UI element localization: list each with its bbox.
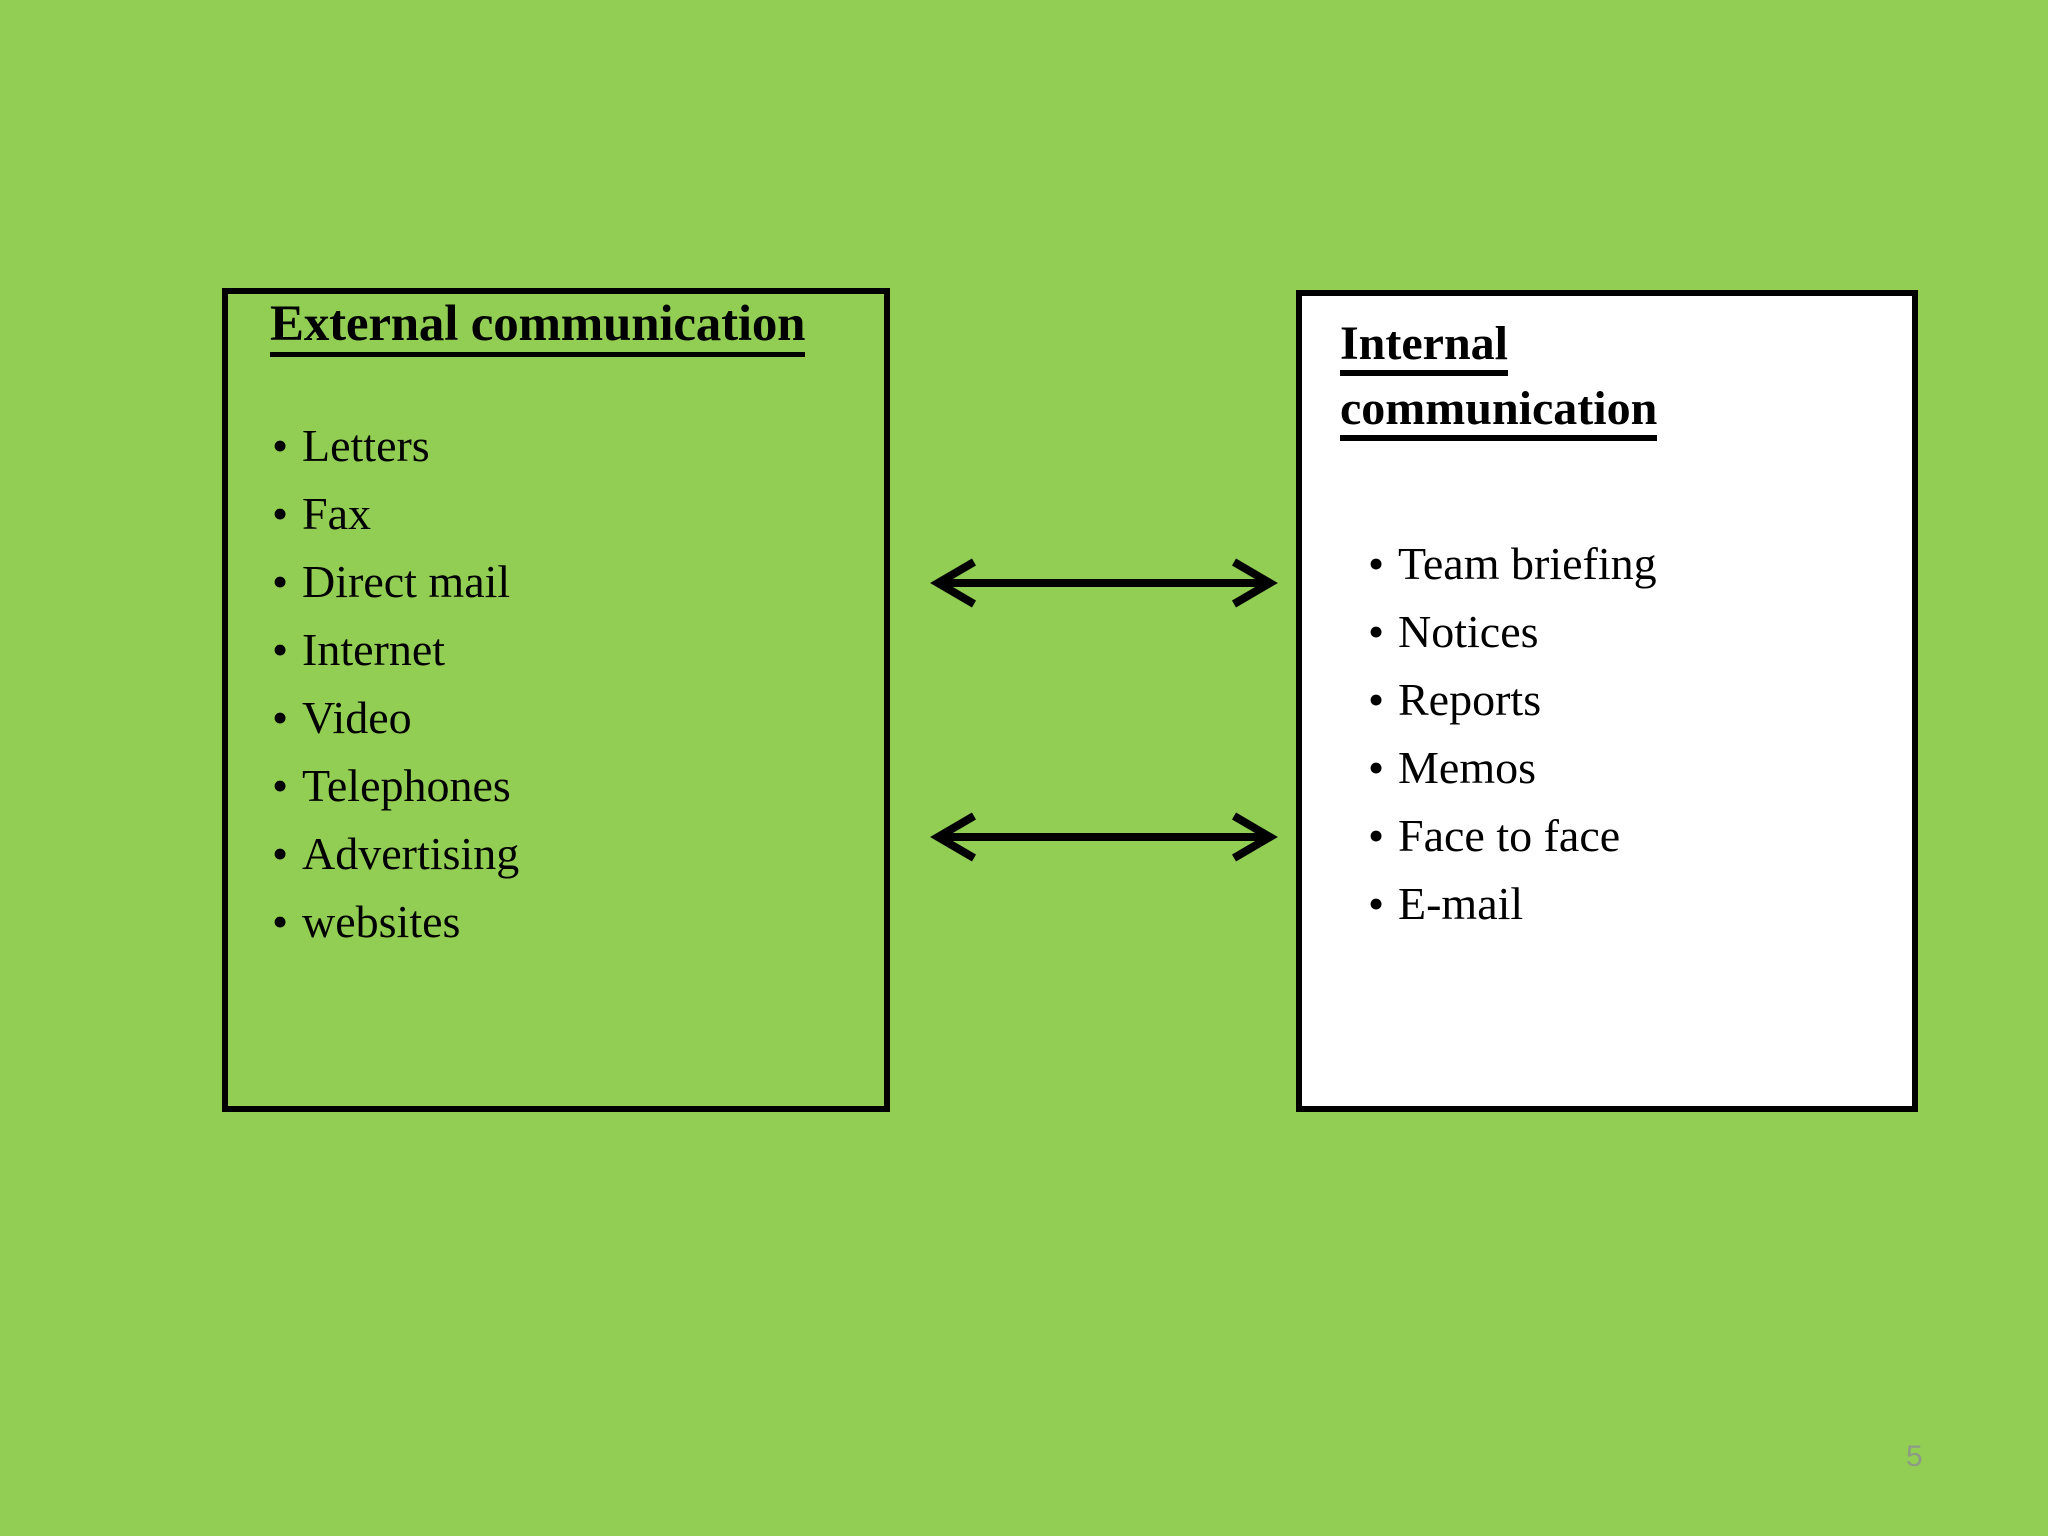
- list-item-label: Direct mail: [302, 556, 511, 607]
- external-heading-text: External communication: [270, 298, 806, 358]
- bullet-icon: •: [1368, 810, 1385, 861]
- list-item: • Face to face: [1368, 802, 1657, 870]
- internal-communication-list: •Team briefing •Notices •Reports •Memos …: [1368, 530, 1657, 938]
- bullet-icon: •: [272, 556, 289, 607]
- bullet-icon: •: [1368, 674, 1385, 725]
- list-item-label: Internet: [302, 624, 446, 675]
- list-item-label: E-mail: [1398, 878, 1524, 929]
- page-number: 5: [1906, 1440, 1923, 1473]
- bullet-icon: •: [272, 488, 289, 539]
- list-item: • Team briefing: [1368, 530, 1657, 598]
- list-item-label: websites: [302, 896, 461, 947]
- list-item-label: Team briefing: [1398, 538, 1657, 589]
- list-item-label: Memos: [1398, 742, 1536, 793]
- bullet-icon: •: [1368, 606, 1385, 657]
- bullet-icon: •: [1368, 878, 1385, 929]
- bullet-icon: •: [1368, 538, 1385, 589]
- list-item: • Reports: [1368, 666, 1657, 734]
- internal-heading-line-2: communication: [1340, 384, 1658, 441]
- bullet-icon: •: [272, 624, 289, 675]
- bullet-icon: •: [272, 420, 289, 471]
- list-item-label: Advertising: [302, 828, 520, 879]
- external-communication-box: [222, 288, 890, 1112]
- top-double-arrow-icon: [930, 558, 1278, 608]
- list-item-label: Notices: [1398, 606, 1539, 657]
- list-item: • Telephones: [272, 752, 519, 820]
- list-item: • E-mail: [1368, 870, 1657, 938]
- list-item: • Fax: [272, 480, 519, 548]
- list-item-label: Telephones: [302, 760, 511, 811]
- list-item-label: Video: [302, 692, 412, 743]
- external-communication-list: • Letters • Fax • Direct mail • Internet • Vi…: [272, 412, 519, 956]
- list-item-label: Reports: [1398, 674, 1542, 725]
- list-item-label: Letters: [302, 420, 430, 471]
- internal-communication-heading: Internal communication: [1340, 319, 1658, 450]
- list-item: • websites: [272, 888, 519, 956]
- list-item: • Letters: [272, 412, 519, 480]
- list-item: • Direct mail: [272, 548, 519, 616]
- list-item: • Notices: [1368, 598, 1657, 666]
- bullet-icon: •: [272, 896, 289, 947]
- bullet-icon: •: [1368, 742, 1385, 793]
- list-item-label: Face to face: [1398, 810, 1621, 861]
- bottom-double-arrow-icon: [930, 812, 1278, 862]
- list-item: • Internet: [272, 616, 519, 684]
- list-item-label: Fax: [302, 488, 371, 539]
- bullet-icon: •: [272, 692, 289, 743]
- list-item: • Video: [272, 684, 519, 752]
- bullet-icon: •: [272, 760, 289, 811]
- list-item: • Advertising: [272, 820, 519, 888]
- internal-communication-box: [1296, 290, 1918, 1112]
- list-item: • Memos: [1368, 734, 1657, 802]
- bullet-icon: •: [272, 828, 289, 879]
- internal-heading-line-1: Internal: [1340, 319, 1508, 376]
- external-communication-heading: External communication: [270, 298, 806, 358]
